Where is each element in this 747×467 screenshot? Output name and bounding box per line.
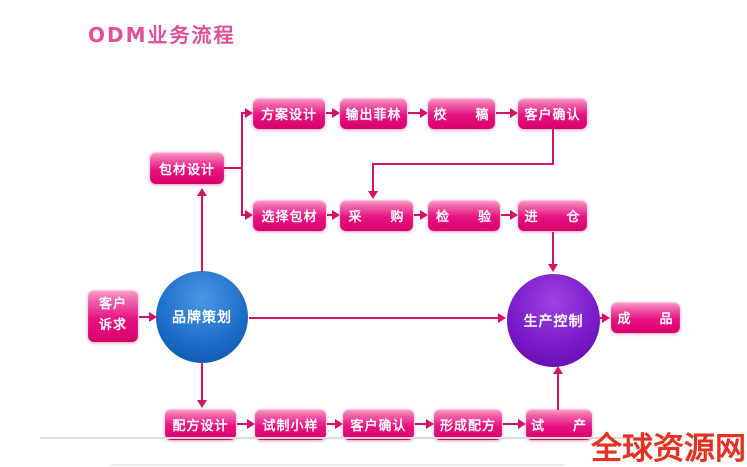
node-plan-design: 方案设计 — [253, 98, 325, 129]
watermark-logo: 全球资源网 — [591, 431, 746, 467]
page-title: ODM业务流程 — [88, 23, 236, 47]
line-inspection-to-warehousing — [501, 214, 511, 216]
arrowhead-demand-to-brand — [149, 312, 157, 322]
node-trial-sample: 试制小样 — [255, 409, 326, 440]
line-proof-to-confirm — [496, 112, 511, 114]
arrowhead-brand-to-production — [498, 313, 506, 323]
node-production-control: 生产控制 — [507, 274, 600, 367]
node-formula-formation: 形成配方 — [434, 409, 502, 440]
arrowhead-trial-to-production — [553, 366, 563, 374]
node-brand-planning: 品牌策划 — [156, 271, 248, 363]
divider-line-faint — [110, 464, 565, 466]
line-formation-to-trial — [503, 423, 519, 425]
divider-line — [40, 437, 640, 439]
arrowhead-sample-to-confirm — [335, 419, 343, 429]
node-customer-demand: 客户 诉求 — [88, 290, 138, 342]
node-packaging-design: 包材设计 — [150, 152, 224, 184]
line-brand-to-packaging — [201, 196, 203, 272]
line-brand-to-formula — [201, 363, 203, 401]
node-customer-demand-line1: 客户 — [98, 297, 127, 313]
line-sample-to-confirm — [327, 423, 336, 425]
node-finished-product: 成 品 — [611, 302, 680, 333]
arrowhead-brand-to-formula — [197, 400, 207, 408]
line-fork-to-select — [241, 214, 246, 216]
arrowhead-brand-to-packaging — [197, 188, 207, 196]
line-film-to-proof — [408, 112, 421, 114]
arrowhead-production-to-finished — [602, 313, 610, 323]
node-proofreading: 校 稿 — [428, 98, 495, 129]
arrowhead-film-to-proof — [420, 108, 428, 118]
node-customer-demand-line2: 诉求 — [98, 318, 127, 333]
arrowhead-confirm-to-purchasing — [368, 191, 378, 199]
node-purchasing: 采 购 — [340, 200, 413, 231]
node-customer-confirm-top: 客户确认 — [518, 98, 587, 129]
line-confirm-elbow-across — [372, 163, 554, 165]
arrowhead-formation-to-trial — [518, 419, 526, 429]
line-plan-to-film — [326, 112, 333, 114]
line-formula-to-sample — [237, 423, 248, 425]
line-demand-to-brand — [139, 316, 151, 318]
arrowhead-fork-to-plan — [245, 108, 253, 118]
arrowhead-formula-to-sample — [247, 419, 255, 429]
line-warehousing-to-production — [552, 232, 554, 265]
line-confirm-elbow-down — [552, 129, 554, 165]
node-film-output: 输出菲林 — [340, 98, 407, 129]
line-confirm-to-formation — [415, 423, 427, 425]
arrowhead-select-to-purchasing — [332, 210, 340, 220]
node-trial-production: 试 产 — [526, 409, 592, 440]
arrowhead-confirm-to-formation — [426, 419, 434, 429]
arrowhead-inspection-to-warehousing — [510, 210, 518, 220]
line-packaging-fork — [241, 112, 243, 216]
node-customer-confirm-bottom: 客户确认 — [343, 409, 414, 440]
line-select-to-purchasing — [327, 214, 333, 216]
node-inspection: 检 验 — [428, 200, 500, 231]
line-brand-to-production — [249, 317, 499, 319]
arrowhead-warehousing-to-production — [548, 264, 558, 272]
line-trial-to-production — [557, 374, 559, 410]
line-fork-to-plan — [241, 112, 246, 114]
node-select-packaging: 选择包材 — [253, 200, 326, 231]
arrowhead-fork-to-select — [245, 210, 253, 220]
line-packaging-stub — [224, 167, 243, 169]
arrowhead-plan-to-film — [332, 108, 340, 118]
arrowhead-proof-to-confirm — [510, 108, 518, 118]
line-confirm-elbow-drop — [372, 163, 374, 192]
node-formula-design: 配方设计 — [165, 409, 236, 440]
node-warehousing: 进 仓 — [518, 200, 587, 231]
line-purchasing-to-inspection — [414, 214, 421, 216]
arrowhead-purchasing-to-inspection — [420, 210, 428, 220]
